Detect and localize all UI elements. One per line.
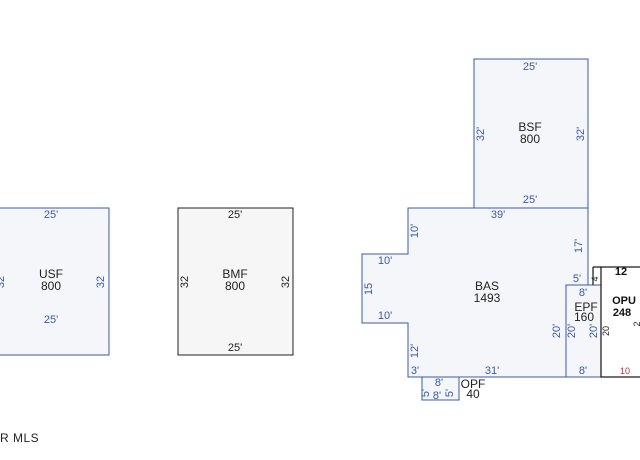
bas-left-lower-dim: 12' (409, 344, 421, 358)
bsf-top-dim: 25' (523, 61, 537, 73)
usf-left-dim: 32 (0, 276, 7, 288)
bmf-right-dim: 32 (280, 276, 292, 288)
bmf-area: 800 (225, 279, 245, 293)
opf-dim-b: 8' (435, 377, 443, 389)
room-epf-outline (565, 284, 602, 378)
epf-area: 160 (574, 310, 594, 324)
room-opu-outline (600, 266, 640, 378)
opu-area: 248 (613, 307, 631, 319)
opu-name: OPU (612, 295, 636, 307)
bas-area: 1493 (474, 291, 501, 305)
bsf-right-dim: 32' (575, 127, 587, 141)
room-usf: 25' 25' 32 32 USF 800 (0, 207, 110, 356)
bas-name: BAS (475, 279, 499, 293)
opf-dim-d: 5' (444, 389, 456, 397)
watermark: R MLS (0, 431, 40, 445)
bsf-name: BSF (518, 120, 541, 134)
opf-name: OPF (461, 377, 486, 391)
room-opu: 12 4 20 10 2 OPU 248 (590, 266, 640, 378)
bas-right-lower-dim: 20' (551, 324, 563, 338)
room-bas-outline (361, 207, 589, 378)
epf-right-dim: 20' (588, 324, 600, 338)
usf-right-dim: 32 (95, 276, 107, 288)
bas-right-upper-dim: 17' (573, 239, 585, 253)
epf-name: EPF (574, 300, 597, 314)
bsf-left-dim: 32' (475, 127, 487, 141)
bas-bump-top-dim: 10' (378, 255, 392, 267)
opu-top-dim: 12 (615, 266, 627, 278)
bas-bottom-dim: 31' (485, 365, 499, 377)
bas-bump-left-dim: 15 (363, 283, 375, 295)
bas-top-dim: 39' (491, 209, 505, 221)
bmf-bottom-dim: 25' (228, 342, 242, 354)
room-bsf: 25' 25' 32' 32' BSF 800 (473, 58, 589, 209)
room-bmf: 25' 25' 32 32 BMF 800 (177, 207, 294, 356)
opu-left-dim: 20 (601, 326, 611, 336)
opu-left-top-dim: 4 (590, 276, 600, 281)
opf-dim-c: 8' (433, 390, 441, 402)
opf-area: 40 (466, 387, 480, 401)
usf-top-dim: 25' (44, 209, 58, 221)
bas-bump-bottom-dim: 10' (378, 310, 392, 322)
bas-right-step-dim: 5' (573, 273, 581, 285)
room-usf-outline (0, 207, 110, 356)
bsf-area: 800 (520, 132, 540, 146)
opf-dim-a: 5' (420, 389, 432, 397)
room-bas: 39' 31' 10' 10' 15 10' 12' 3' 17' 5' 20'… (361, 207, 589, 378)
usf-name: USF (39, 267, 63, 281)
bmf-left-dim: 32 (179, 276, 191, 288)
room-bmf-outline (177, 207, 294, 356)
bmf-name: BMF (222, 267, 247, 281)
room-bsf-outline (473, 58, 589, 209)
opu-right-dim: 2 (632, 321, 640, 326)
bsf-bottom-dim: 25' (523, 194, 537, 206)
bmf-top-dim: 25' (228, 209, 242, 221)
bas-corner-dim: 3' (411, 365, 419, 377)
room-opf-outline (421, 376, 460, 401)
usf-area: 800 (41, 279, 61, 293)
usf-bottom-dim: 25' (44, 314, 58, 326)
opu-bottom-dim: 10 (620, 366, 630, 376)
room-epf: 8' 8' 20' 20' EPF 160 (565, 284, 602, 378)
epf-bottom-dim: 8' (579, 365, 587, 377)
bas-left-upper-dim: 10' (409, 224, 421, 238)
epf-left-dim: 20' (566, 324, 578, 338)
epf-top-dim: 8' (579, 287, 587, 299)
room-opf: 5' 8' 8' 5' OPF 40 (420, 376, 486, 402)
